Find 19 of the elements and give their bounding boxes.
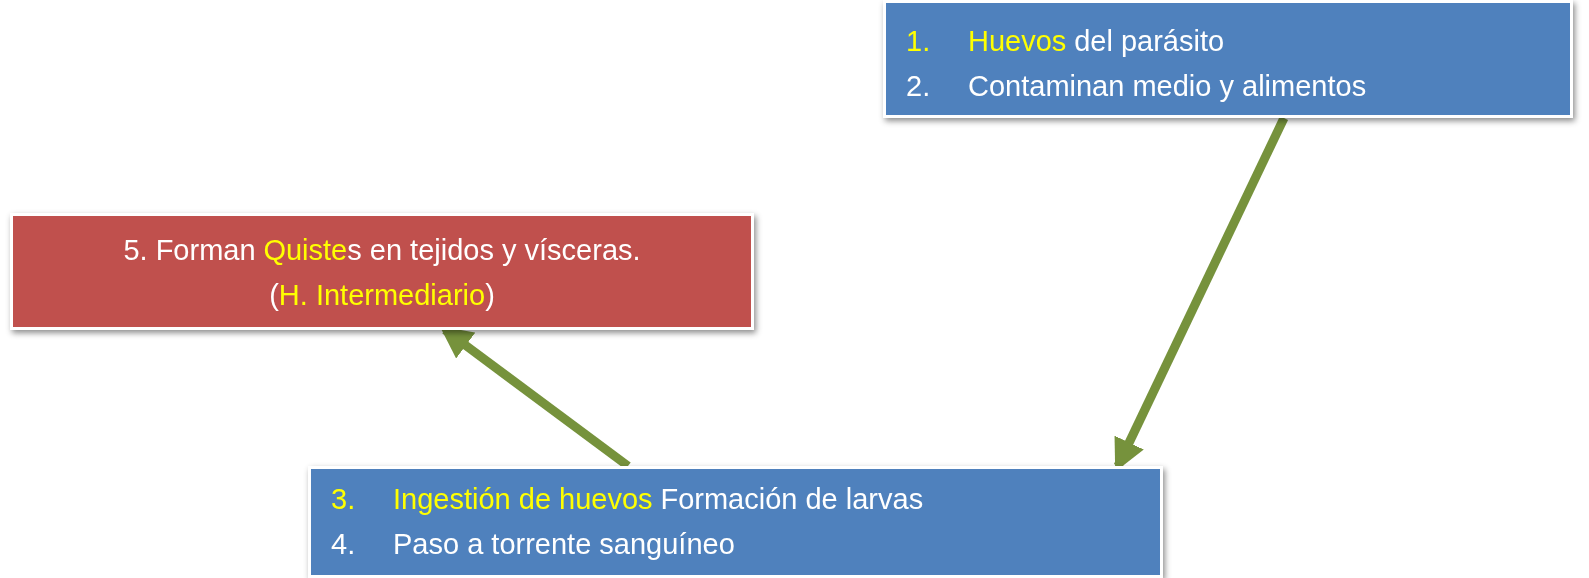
step-number: 4. [331, 527, 357, 562]
step-text: Formación de larvas [660, 483, 924, 515]
step-text: ) [485, 279, 495, 311]
step-text: ( [269, 279, 279, 311]
process-box [883, 0, 1573, 118]
step-number: 1. [906, 24, 932, 59]
step-text: s en tejidos y vísceras. [347, 234, 641, 266]
step-text: Paso a torrente sanguíneo [393, 528, 735, 560]
step-text: del parásito [1074, 25, 1225, 57]
step-text: Huevos [968, 25, 1067, 57]
step-number: 3. [331, 482, 357, 517]
step-text: Quiste [263, 234, 348, 266]
step-text: Ingestión de huevos [393, 483, 653, 515]
process-box [10, 213, 754, 330]
step-text: Contaminan medio y alimentos [968, 70, 1367, 102]
process-box [308, 466, 1163, 578]
step-text: 5. Forman [123, 234, 256, 266]
step-number: 2. [906, 69, 932, 104]
step-text: H. Intermediario [278, 279, 486, 311]
